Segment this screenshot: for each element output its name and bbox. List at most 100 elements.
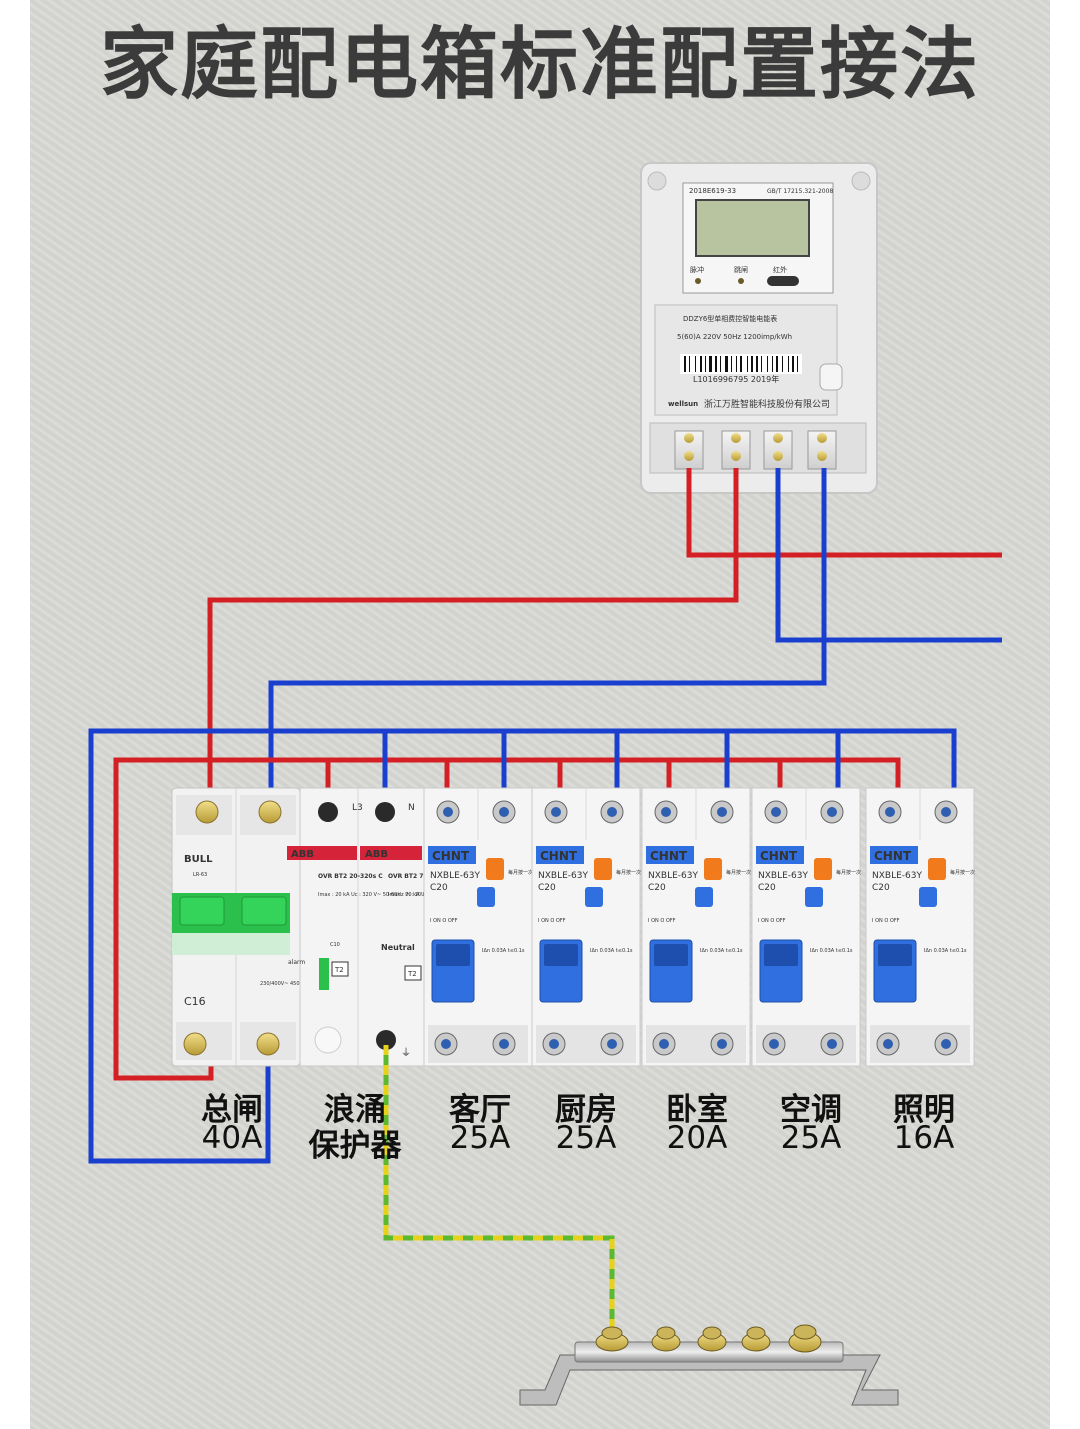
breaker-brand: BULL <box>184 854 213 865</box>
barcode-icon <box>680 354 802 374</box>
screw-icon <box>375 802 395 822</box>
rcbo-rating: C20 <box>872 883 890 893</box>
screw-icon <box>773 433 783 443</box>
screw-icon <box>817 433 827 443</box>
rcbo-press-note: 每月按一次 <box>616 869 641 876</box>
earth-terminal <box>376 1030 396 1050</box>
screw-icon <box>773 451 783 461</box>
earth-icon: ⏚ <box>401 1047 411 1059</box>
rcbo-test-button <box>594 858 612 880</box>
rcbo-ian: IΔn 0.03A t≤0.1s <box>810 948 853 954</box>
rcbo-press-note: 每月按一次 <box>836 869 861 876</box>
label-air-conditioner: 空调 <box>780 1092 842 1128</box>
spd-c10: C10 <box>330 942 340 948</box>
label-bedroom: 卧室 <box>666 1092 728 1128</box>
spd-brand-2: ABB <box>365 849 388 860</box>
screw-icon <box>443 807 453 817</box>
rcbo-test-button <box>928 858 946 880</box>
spd-t2-2: T2 <box>407 970 417 978</box>
spd-left-model: OVR BT2 20-320s C <box>318 873 383 880</box>
meter-serial: L1016996795 2019年 <box>693 374 779 384</box>
breaker-toggle <box>179 896 225 926</box>
rcbo-on-off: I ON O OFF <box>758 918 786 924</box>
screw-icon <box>941 807 951 817</box>
screw-icon <box>717 807 727 817</box>
spd-t2: T2 <box>334 966 344 974</box>
rcbo-on-off: I ON O OFF <box>648 918 676 924</box>
label-living-room: 客厅 <box>449 1092 511 1128</box>
earth-wire <box>383 1045 615 1330</box>
meter-spec: 5(60)A 220V 50Hz 1200imp/kWh <box>677 333 792 341</box>
rcbo-reset-button <box>585 887 603 907</box>
screw-icon <box>318 802 338 822</box>
rcbo-ian: IΔn 0.03A t≤0.1s <box>482 948 525 954</box>
earth-busbar <box>519 1324 899 1406</box>
rcbo-model: NXBLE-63Y <box>872 871 922 881</box>
ir-port-icon <box>767 276 799 286</box>
meter-ind-trip: 跳闸 <box>734 265 748 274</box>
screw-icon <box>659 1039 669 1049</box>
rcbo-test-button <box>704 858 722 880</box>
rcbo-rating: C20 <box>648 883 666 893</box>
rcbo-on-off: I ON O OFF <box>872 918 900 924</box>
screw-icon <box>549 1039 559 1049</box>
rcbo-model: NXBLE-63Y <box>758 871 808 881</box>
screw-icon <box>499 807 509 817</box>
label-lighting: 照明 <box>893 1092 955 1128</box>
rcbo-brand: CHNT <box>540 849 578 863</box>
screw-icon <box>314 1026 342 1054</box>
meter-std: GB/T 17215.321-2008 <box>767 188 833 195</box>
rcbo-brand: CHNT <box>874 849 912 863</box>
rcbo-test-button <box>486 858 504 880</box>
screw-icon <box>769 1039 779 1049</box>
rcbo-brand: CHNT <box>432 849 470 863</box>
breaker-toggle <box>241 896 287 926</box>
meter-cert: 2018E619-33 <box>689 187 736 195</box>
spd-l-term: L3 <box>352 803 363 813</box>
screw-icon <box>256 1032 280 1056</box>
led-icon <box>695 278 701 284</box>
spd-t2-badge-2 <box>404 965 422 981</box>
label-lighting-rating: 16A <box>893 1120 955 1156</box>
screw-icon <box>441 1039 451 1049</box>
rcbo-press-note: 每月按一次 <box>726 869 751 876</box>
spd-status-window <box>319 958 329 990</box>
breaker-rating: C16 <box>184 995 206 1008</box>
screw-icon <box>731 451 741 461</box>
led-icon <box>738 278 744 284</box>
screw-icon <box>647 171 667 191</box>
rcbo-model: NXBLE-63Y <box>648 871 698 881</box>
rcbo-rating: C20 <box>430 883 448 893</box>
rcbo-rating: C20 <box>538 883 556 893</box>
screw-icon <box>717 1039 727 1049</box>
label-bedroom-rating: 20A <box>666 1120 728 1156</box>
spd-alarm: alarm <box>288 959 305 966</box>
rcbo-brand: CHNT <box>650 849 688 863</box>
rcbo-ian: IΔn 0.03A t≤0.1s <box>590 948 633 954</box>
screw-icon <box>883 1039 893 1049</box>
rcbo-on-off: I ON O OFF <box>430 918 458 924</box>
spd-n-term: N <box>408 803 415 813</box>
busbar-screw-icon <box>741 1326 771 1352</box>
label-kitchen: 厨房 <box>555 1092 617 1128</box>
rcbo-ian: IΔn 0.03A t≤0.1s <box>924 948 967 954</box>
label-kitchen-rating: 25A <box>555 1120 617 1156</box>
meter-live-out-wire <box>207 468 739 810</box>
rcbo-group: CHNT NXBLE-63Y C20 每月按一次 I ON O OFF IΔn 0.03A… <box>423 787 975 1067</box>
live-bus-wire <box>113 757 901 1081</box>
supply-neutral-wire <box>775 468 1002 643</box>
rcbo-reset-button <box>695 887 713 907</box>
screw-icon <box>941 1039 951 1049</box>
spd-right-model: OVR BT2 70NC <box>388 873 438 880</box>
spd-brand: ABB <box>291 849 314 860</box>
screw-icon <box>195 800 219 824</box>
rcbo-model: NXBLE-63Y <box>430 871 480 881</box>
meter-button <box>819 363 843 391</box>
meter-model: DDZY6型单相费控智能电能表 <box>683 314 777 323</box>
page-title: 家庭配电箱标准配置接法 <box>99 20 980 110</box>
